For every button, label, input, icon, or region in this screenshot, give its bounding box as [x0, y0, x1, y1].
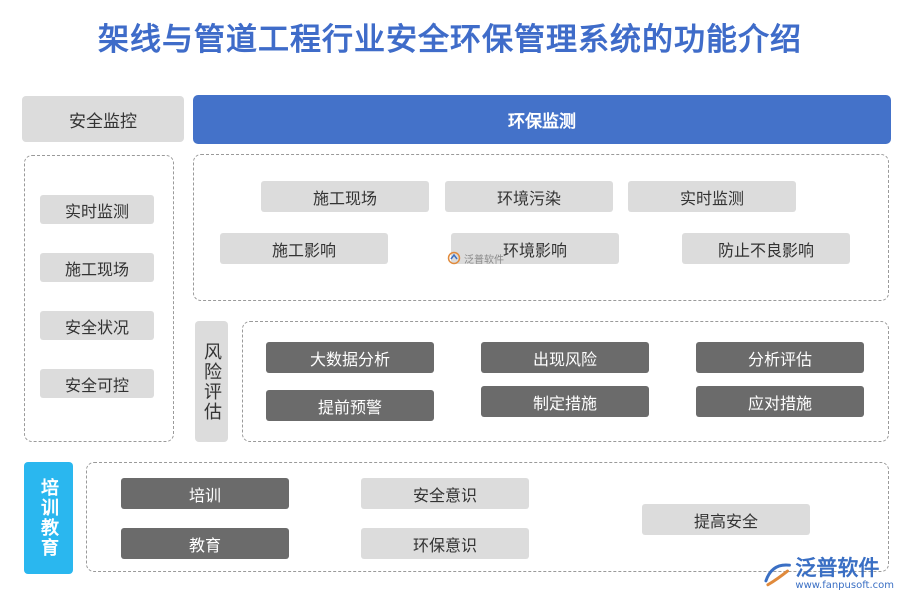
risk-item-response-measures: 应对措施 — [696, 386, 864, 417]
brand-name: 泛普软件 — [795, 556, 880, 580]
safety-item-safety-controllable: 安全可控 — [40, 369, 154, 398]
header-safety-monitoring: 安全监控 — [22, 96, 184, 142]
label-risk-assessment: 风险评估 — [195, 321, 228, 442]
panel-environmental-monitoring: 施工现场 环境污染 实时监测 施工影响 环境影响 防止不良影响 — [193, 154, 889, 301]
env-item-realtime-monitoring: 实时监测 — [628, 181, 796, 212]
fanpu-brand-logo-icon — [764, 563, 791, 587]
panel-training-education: 培训 安全意识 提高安全 教育 环保意识 — [86, 462, 889, 572]
env-item-environmental-impact: 环境影响 — [451, 233, 619, 264]
safety-item-safety-status: 安全状况 — [40, 311, 154, 340]
center-watermark-text: 泛普软件 — [464, 254, 504, 266]
panel-risk-assessment: 大数据分析 出现风险 分析评估 提前预警 制定措施 应对措施 — [242, 321, 889, 442]
risk-item-formulate-measures: 制定措施 — [481, 386, 649, 417]
safety-item-realtime-monitoring: 实时监测 — [40, 195, 154, 224]
risk-item-analysis-evaluation: 分析评估 — [696, 342, 864, 373]
label-training-education: 培训教育 — [24, 462, 73, 574]
env-item-construction-site: 施工现场 — [261, 181, 429, 212]
training-item-safety-awareness: 安全意识 — [361, 478, 529, 509]
safety-item-construction-site: 施工现场 — [40, 253, 154, 282]
risk-item-early-warning: 提前预警 — [266, 390, 434, 421]
training-item-education: 教育 — [121, 528, 289, 559]
center-watermark: 泛普软件 — [447, 250, 527, 266]
risk-item-big-data-analysis: 大数据分析 — [266, 342, 434, 373]
env-item-construction-impact: 施工影响 — [220, 233, 388, 264]
training-item-environmental-awareness: 环保意识 — [361, 528, 529, 559]
page-title: 架线与管道工程行业安全环保管理系统的功能介绍 — [98, 22, 802, 58]
risk-item-risk-occurrence: 出现风险 — [481, 342, 649, 373]
brand-url: www.fanpusoft.com — [795, 580, 894, 591]
env-item-environmental-pollution: 环境污染 — [445, 181, 613, 212]
panel-safety-monitoring: 实时监测 施工现场 安全状况 安全可控 — [24, 155, 174, 442]
fanpu-logo-icon — [447, 251, 461, 265]
training-item-improve-safety: 提高安全 — [642, 504, 810, 535]
env-item-prevent-adverse-impact: 防止不良影响 — [682, 233, 850, 264]
training-item-training: 培训 — [121, 478, 289, 509]
brand-watermark: 泛普软件 www.fanpusoft.com — [762, 553, 894, 595]
header-environmental-monitoring: 环保监测 — [193, 95, 891, 144]
